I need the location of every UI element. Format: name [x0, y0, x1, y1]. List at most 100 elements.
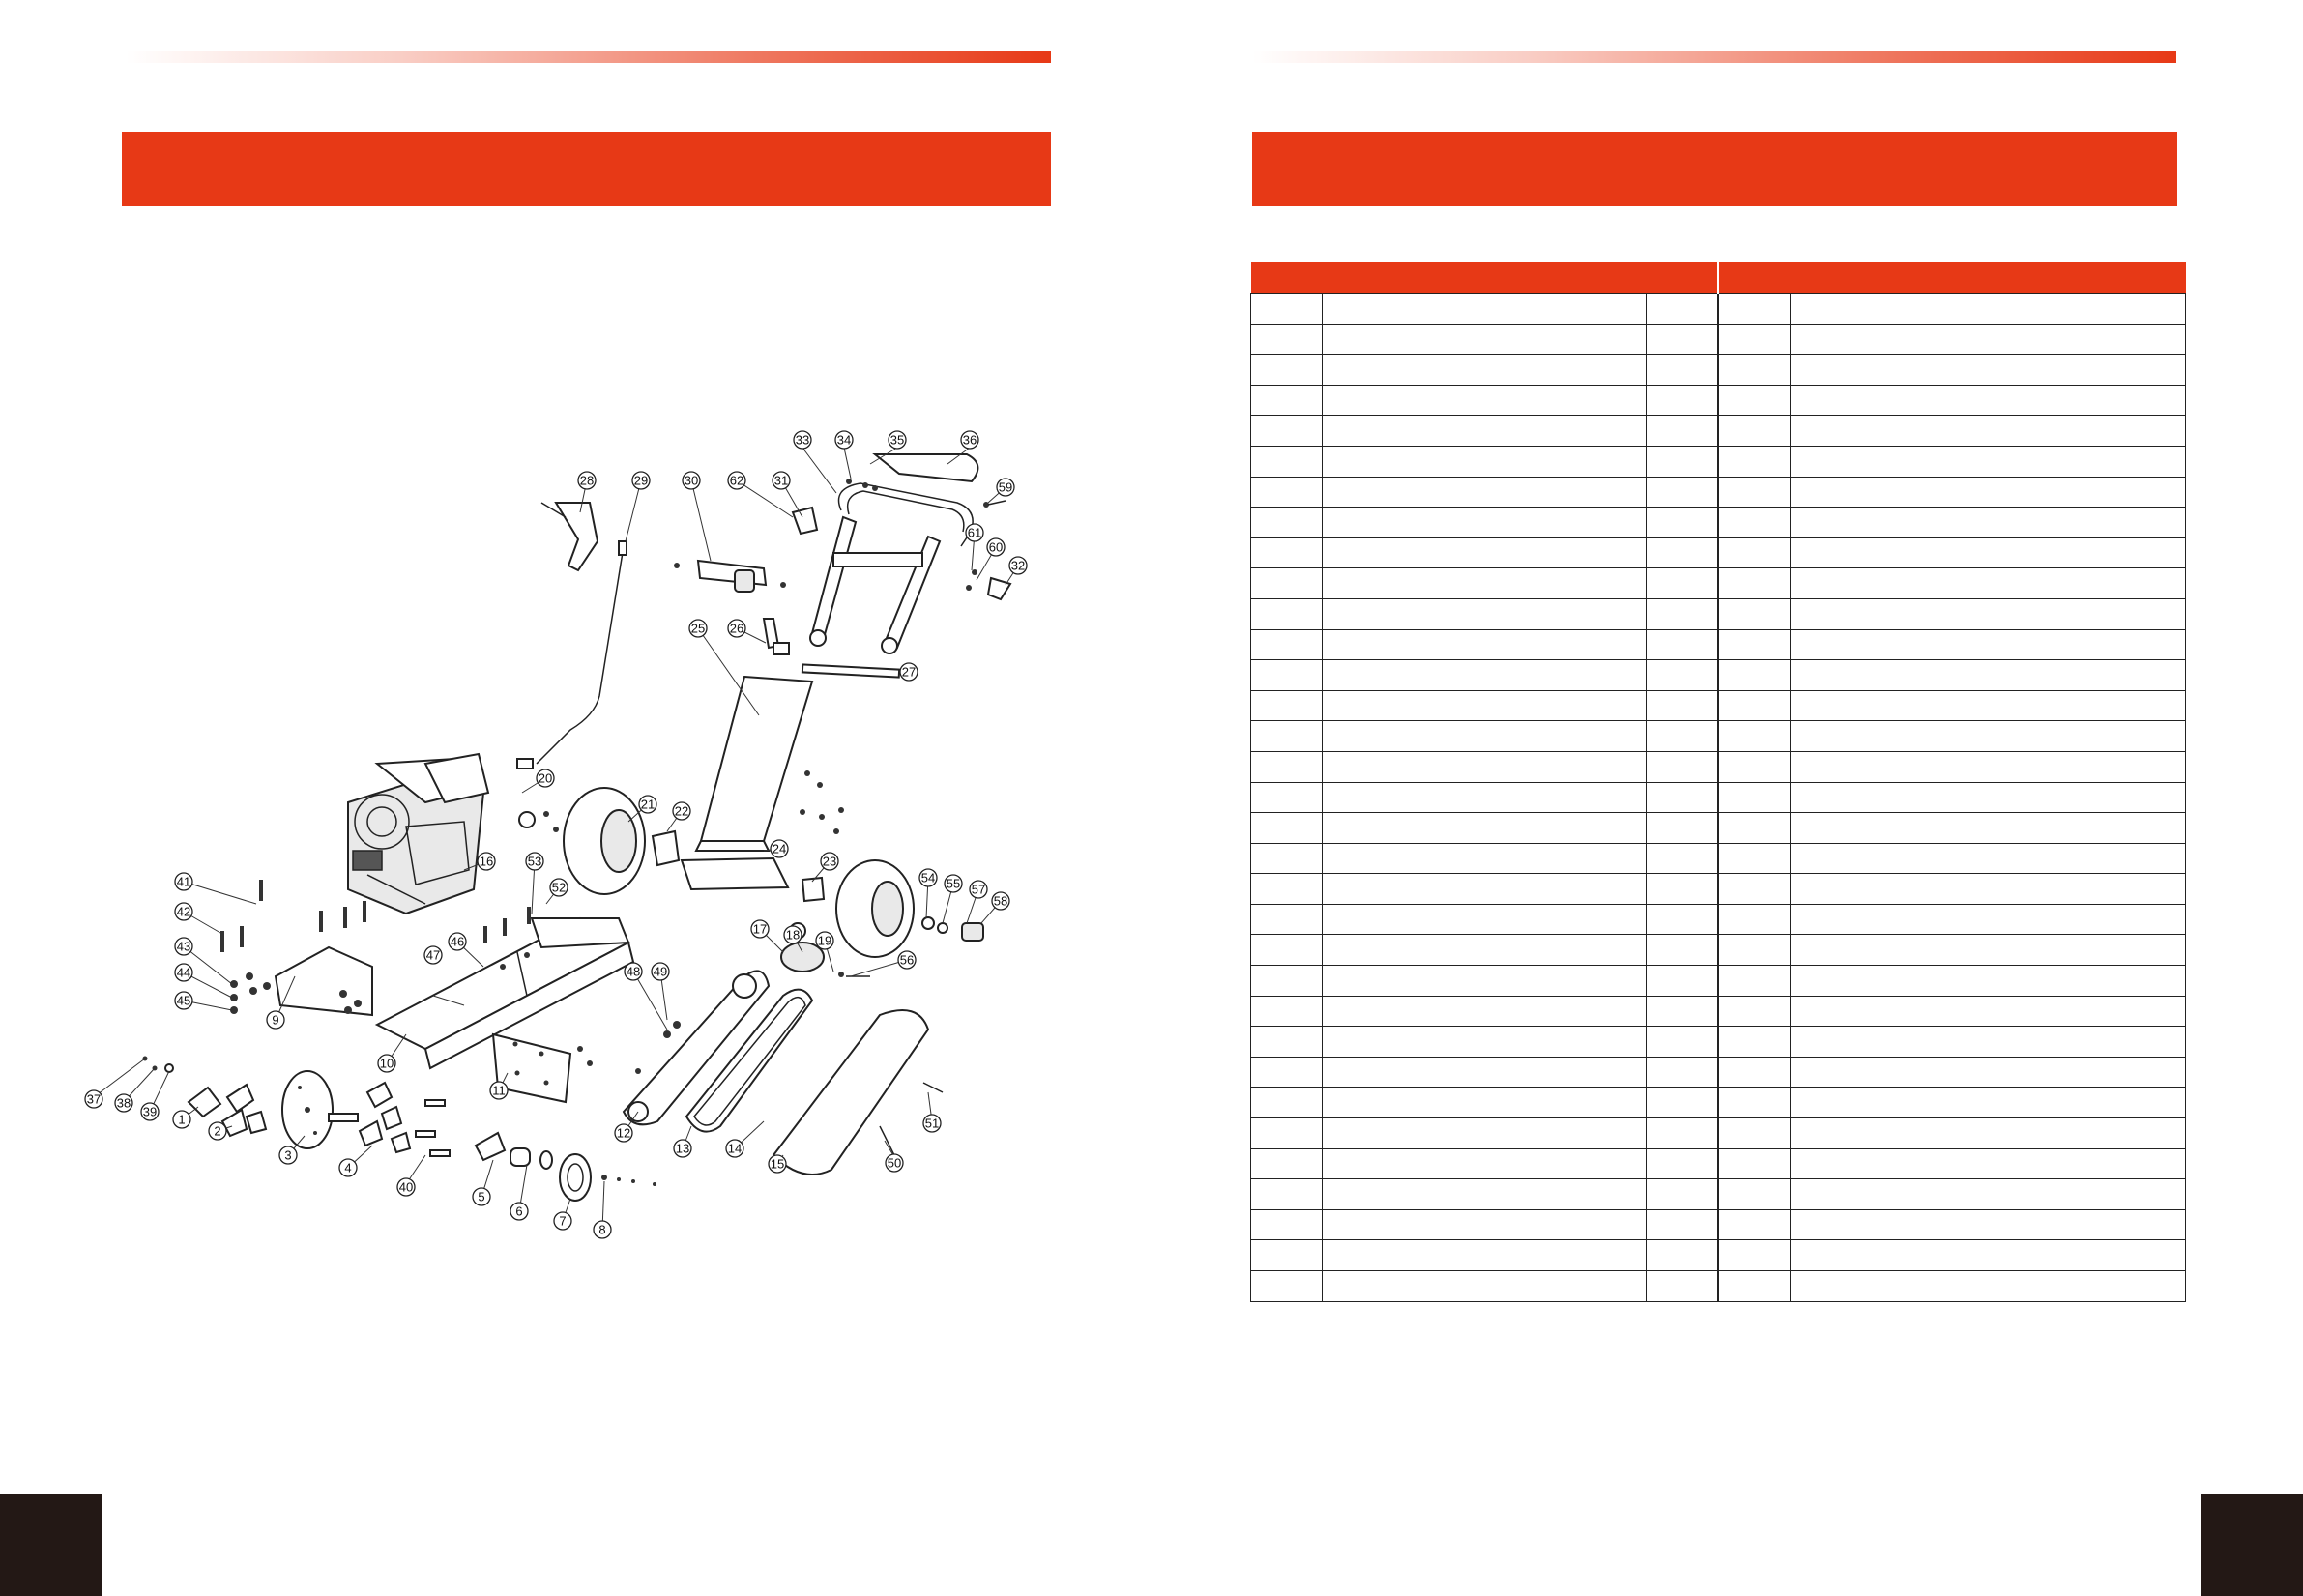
table-cell — [2113, 1117, 2187, 1149]
table-cell — [1249, 720, 1324, 752]
callout-14: 14 — [725, 1139, 744, 1158]
callout-48: 48 — [624, 962, 643, 981]
callout-10: 10 — [377, 1054, 396, 1073]
callout-number: 62 — [730, 474, 743, 488]
table-cell — [1789, 1208, 2114, 1241]
table-cell — [1322, 323, 1647, 356]
table-cell — [1646, 1087, 1719, 1119]
callout-number: 18 — [786, 928, 800, 943]
table-cell — [1646, 567, 1719, 599]
table-row — [1249, 842, 2187, 875]
table-row — [1249, 995, 2187, 1028]
callout-17: 17 — [750, 919, 770, 939]
callout-number: 55 — [947, 877, 960, 891]
table-cell — [1789, 323, 2114, 356]
callout-42: 42 — [174, 902, 193, 921]
callout-number: 37 — [87, 1092, 101, 1107]
table-cell — [2113, 995, 2187, 1028]
table-row — [1249, 1117, 2187, 1149]
callout-54: 54 — [918, 868, 938, 887]
table-cell — [1249, 597, 1324, 630]
table-cell — [1646, 476, 1719, 508]
callout-15: 15 — [768, 1154, 787, 1174]
table-row — [1249, 873, 2187, 905]
callout-number: 50 — [888, 1156, 901, 1171]
callout-number: 3 — [284, 1148, 291, 1163]
table-cell — [1789, 689, 2114, 722]
table-cell — [1789, 720, 2114, 752]
exploded-parts-diagram: 1234567891011121314151617181920212223242… — [84, 430, 1028, 1239]
callout-61: 61 — [965, 523, 984, 542]
callout-36: 36 — [960, 430, 979, 450]
table-row — [1249, 445, 2187, 478]
callout-number: 39 — [143, 1105, 157, 1119]
callout-37: 37 — [84, 1089, 103, 1109]
table-cell — [1322, 1056, 1647, 1088]
table-row — [1249, 1087, 2187, 1119]
callout-number: 43 — [177, 940, 190, 954]
table-cell — [1789, 597, 2114, 630]
callout-45: 45 — [174, 991, 193, 1010]
table-cell — [1249, 567, 1324, 599]
table-cell — [2113, 628, 2187, 661]
callout-number: 5 — [478, 1190, 484, 1204]
table-row — [1249, 1208, 2187, 1241]
table-cell — [1789, 537, 2114, 569]
table-cell — [1646, 597, 1719, 630]
callout-number: 49 — [654, 965, 667, 979]
callout-number: 51 — [925, 1117, 939, 1131]
table-cell — [1646, 1239, 1719, 1271]
table-row — [1249, 659, 2187, 691]
table-cell — [1249, 1087, 1324, 1119]
table-cell — [1717, 597, 1791, 630]
callout-33: 33 — [793, 430, 812, 450]
table-cell — [2113, 1239, 2187, 1271]
table-cell — [1789, 934, 2114, 967]
callout-30: 30 — [682, 471, 701, 490]
table-row — [1249, 384, 2187, 417]
table-cell — [1322, 873, 1647, 905]
table-cell — [1717, 1239, 1791, 1271]
callout-number: 19 — [818, 934, 831, 948]
callout-58: 58 — [991, 891, 1010, 911]
table-cell — [1249, 781, 1324, 814]
table-cell — [1249, 903, 1324, 936]
table-cell — [2113, 659, 2187, 691]
table-cell — [1249, 1056, 1324, 1088]
table-cell — [1322, 1178, 1647, 1210]
table-cell — [1717, 934, 1791, 967]
callout-56: 56 — [897, 950, 917, 970]
callout-40: 40 — [396, 1177, 416, 1197]
table-cell — [1646, 1117, 1719, 1149]
table-cell — [1646, 965, 1719, 997]
table-header-row — [1250, 262, 2186, 294]
callout-number: 32 — [1011, 559, 1025, 573]
table-cell — [1717, 628, 1791, 661]
table-cell — [1717, 384, 1791, 417]
table-cell — [2113, 445, 2187, 478]
table-cell — [1646, 689, 1719, 722]
table-cell — [1249, 750, 1324, 783]
table-cell — [1249, 689, 1324, 722]
table-cell — [2113, 689, 2187, 722]
table-cell — [1249, 659, 1324, 691]
table-cell — [1322, 1026, 1647, 1058]
callout-number: 15 — [771, 1157, 784, 1172]
table-cell — [1646, 842, 1719, 875]
table-cell — [1322, 293, 1647, 325]
wheels — [518, 787, 984, 958]
table-cell — [2113, 1208, 2187, 1241]
table-cell — [1646, 934, 1719, 967]
callout-number: 42 — [177, 905, 190, 919]
callout-number: 7 — [559, 1214, 566, 1229]
table-cell — [2113, 781, 2187, 814]
table-cell — [1717, 995, 1791, 1028]
table-cell — [1322, 659, 1647, 691]
table-cell — [1717, 445, 1791, 478]
table-cell — [2113, 384, 2187, 417]
table-cell — [2113, 567, 2187, 599]
callout-number: 16 — [480, 855, 493, 869]
callout-2: 2 — [208, 1121, 227, 1141]
